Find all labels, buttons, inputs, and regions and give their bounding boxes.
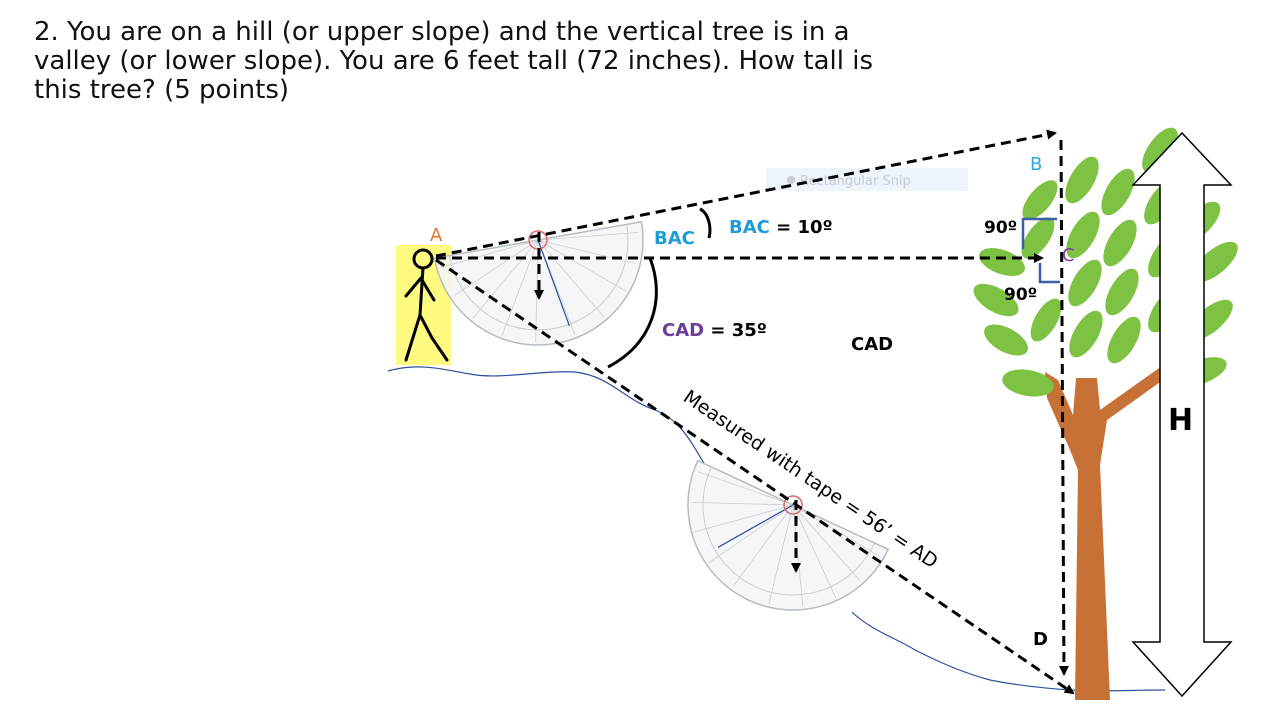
cad-angle-label: CAD	[851, 334, 893, 355]
point-c-label: C	[1062, 245, 1075, 266]
bac-angle-label: BAC	[654, 228, 695, 249]
bac-value-prefix: BAC	[729, 217, 770, 238]
angle-arc-bac	[699, 207, 712, 239]
cad-value-suffix: = 35º	[704, 320, 767, 341]
point-d-label: D	[1033, 629, 1048, 650]
person-figure	[404, 248, 449, 362]
snip-text: Rectangular Snip	[800, 174, 911, 189]
height-label: H	[1168, 403, 1193, 438]
angle-arc-cad	[607, 257, 658, 369]
cad-value: CAD = 35º	[662, 320, 767, 341]
point-a-label: A	[430, 225, 443, 246]
question-text: 2. You are on a hill (or upper slope) an…	[34, 17, 874, 105]
bac-value: BAC = 10º	[729, 217, 833, 238]
ground-line-upper	[387, 366, 706, 466]
snip-overlay: Rectangular Snip	[766, 168, 968, 191]
line-ad	[435, 258, 1075, 695]
cad-value-prefix: CAD	[662, 320, 704, 341]
right-angle-marker-bottom	[1038, 263, 1060, 284]
right-angle-marker-top	[1021, 217, 1057, 249]
right-angle-bottom-label: 90º	[1004, 285, 1037, 305]
point-b-label: B	[1030, 154, 1042, 175]
height-double-arrow	[1131, 131, 1233, 698]
bac-value-suffix: = 10º	[770, 217, 833, 238]
ground-line-lower	[851, 611, 1166, 692]
tree-trunk	[1045, 366, 1170, 700]
right-angle-top-label: 90º	[984, 218, 1017, 238]
line-bd	[1058, 139, 1069, 676]
sightlines	[435, 129, 1075, 695]
